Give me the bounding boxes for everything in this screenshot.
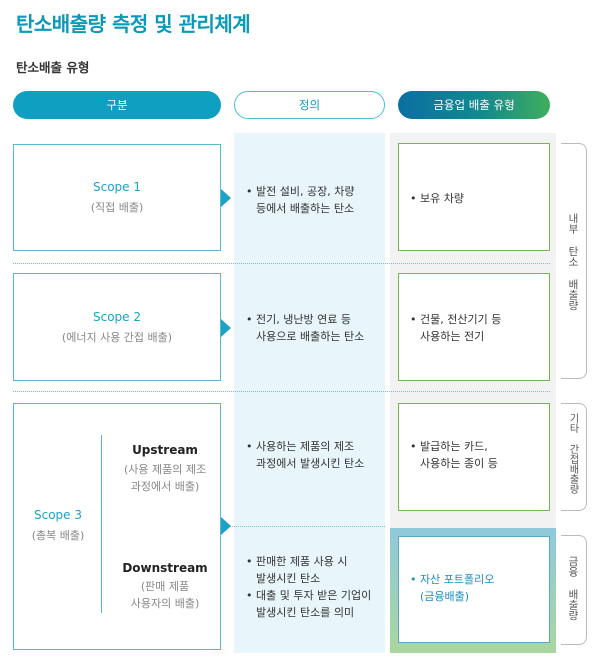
definition-downstream: •판매한 제품 사용 시 발생시킨 탄소 •대출 및 투자 받은 기업이 발생시…: [246, 555, 372, 619]
scope3-box: [13, 403, 221, 650]
bracket-financial: [561, 535, 587, 645]
scope1-desc: (직접 배출): [90, 201, 144, 214]
side-label-internal-emissions: 내부 탄소 배출량: [567, 213, 579, 311]
scope3-separator: [113, 526, 385, 527]
section-subtitle: 탄소배출 유형: [16, 60, 90, 75]
upstream-desc: (사용 제품의 제조 과정에서 배출): [123, 463, 207, 493]
definition-scope1: •발전 설비, 공장, 차량 등에서 배출하는 탄소: [246, 185, 355, 215]
financial-type-portfolio: •자산 포트폴리오 (금융배출): [410, 573, 495, 603]
financial-type-vehicles: •보유 차량: [410, 192, 464, 205]
downstream-desc: (판매 제품 사용자의 배출): [130, 580, 200, 610]
definition-column-bg: [234, 133, 385, 653]
page-title: 탄소배출량 측정 및 관리체계: [16, 12, 251, 36]
financial-box-4: [398, 536, 550, 643]
downstream-title: Downstream: [122, 561, 208, 575]
upstream-title: Upstream: [132, 443, 198, 457]
side-label-other-indirect-emissions: 기타 간접배출량: [567, 413, 578, 494]
arrow-right-icon: [221, 517, 231, 535]
arrow-right-icon: [221, 189, 231, 207]
definition-upstream: •사용하는 제품의 제조 과정에서 발생시킨 탄소: [246, 440, 365, 470]
definition-scope2: •전기, 냉난방 연료 등 사용으로 배출하는 탄소: [246, 313, 365, 343]
scope1-box: [13, 144, 221, 251]
financial-box-3: [398, 403, 550, 511]
bracket-other-indirect: [561, 403, 587, 511]
scope3-desc: (총복 배출): [31, 529, 85, 542]
scope2-desc: (에너지 사용 간접 배출): [61, 331, 173, 344]
scope2-name: Scope 2: [92, 310, 141, 324]
financial-box-1: [398, 143, 550, 251]
side-label-financial-emissions: 금융 배출량: [567, 556, 579, 621]
header-category: 구분: [13, 91, 221, 119]
arrow-right-icon: [221, 319, 231, 337]
scope3-name: Scope 3: [33, 508, 82, 522]
financial-box-2: [398, 273, 550, 381]
bracket-internal: [561, 143, 587, 379]
row-separator: [13, 391, 550, 392]
financial-type-electricity: •건물, 전산기기 등 사용하는 전기: [410, 313, 502, 343]
scope2-box: [13, 273, 221, 381]
scope3-divider-line: [101, 435, 102, 613]
header-definition: 정의: [234, 91, 385, 119]
scope1-name: Scope 1: [92, 180, 141, 194]
header-financial-type: 금융업 배출 유형: [398, 91, 550, 119]
row-separator: [13, 263, 550, 264]
financial-type-cards-paper: •발급하는 카드, 사용하는 종이 등: [410, 440, 498, 470]
